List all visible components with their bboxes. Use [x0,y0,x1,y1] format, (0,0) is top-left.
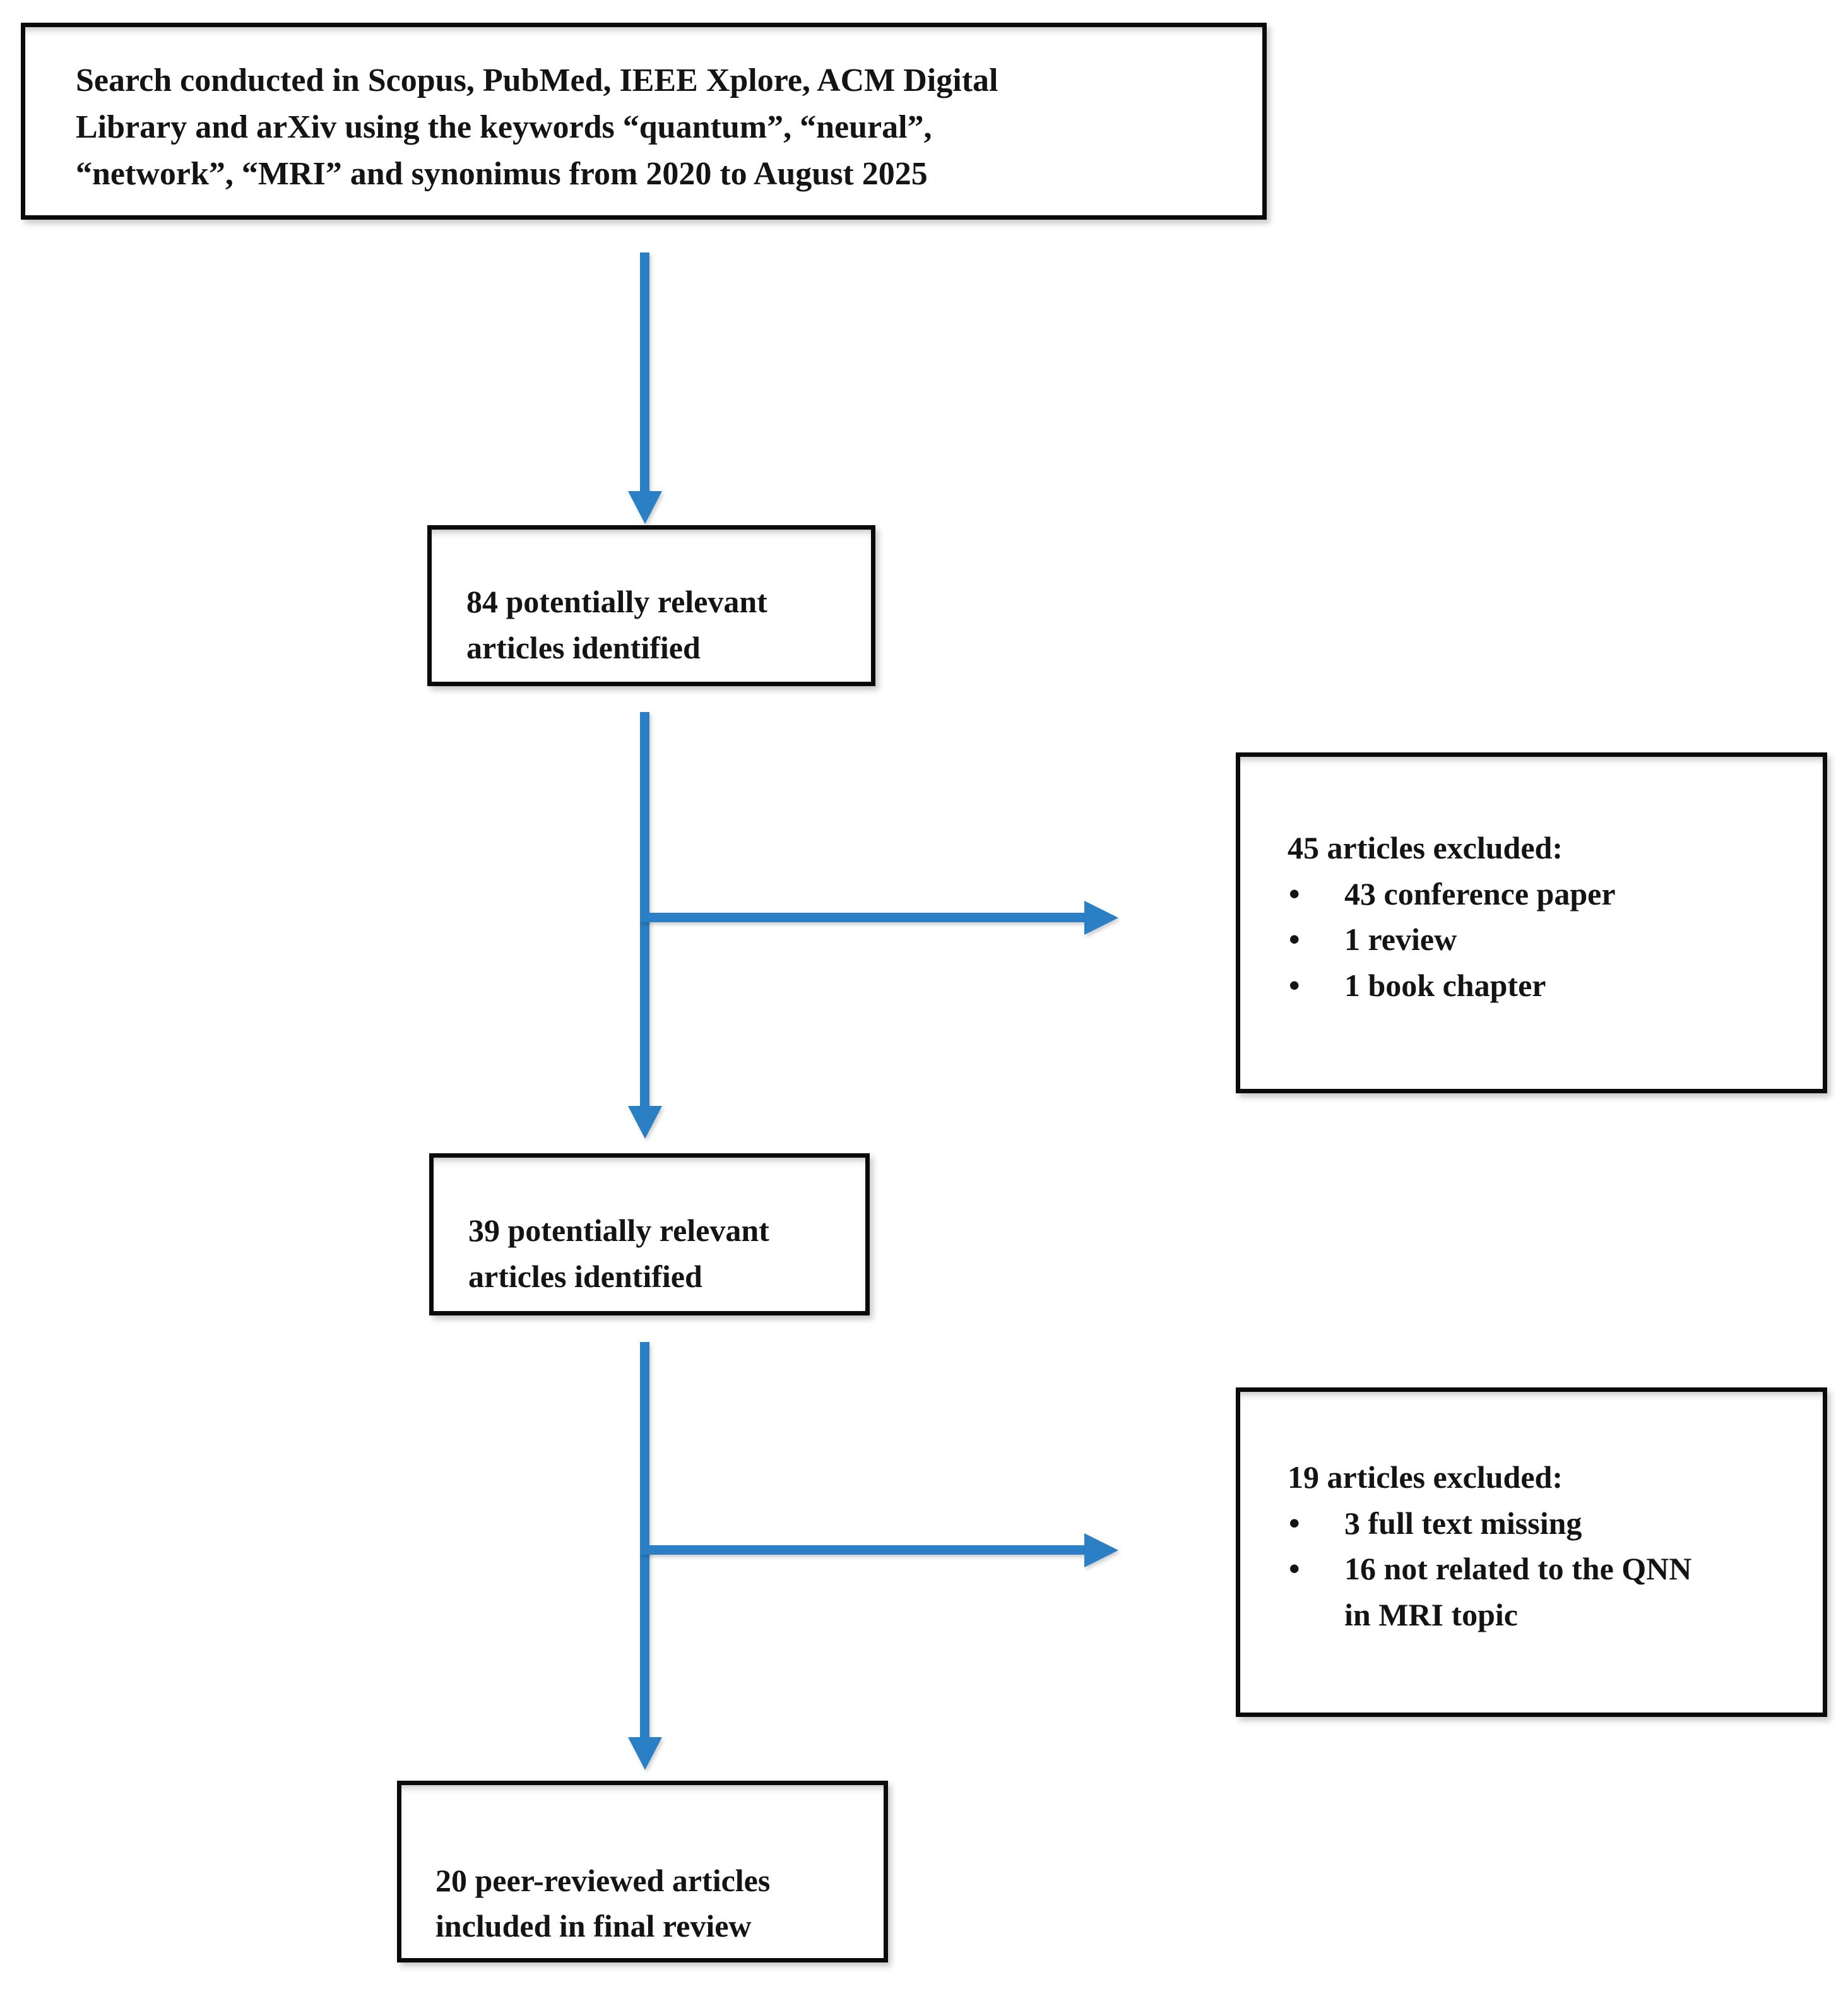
records-screened-text: 39 potentially relevant articles identif… [468,1213,769,1294]
search-strategy-text: Search conducted in Scopus, PubMed, IEEE… [76,62,998,192]
down-arrowhead-icon [628,1106,662,1139]
excluded-45-list: 43 conference paper 1 review 1 book chap… [1288,871,1804,1009]
excluded-45-item: 1 review [1288,917,1804,963]
down-arrowhead-icon [628,491,662,524]
down-arrowhead-icon [628,1737,662,1770]
search-strategy-box: Search conducted in Scopus, PubMed, IEEE… [21,23,1267,220]
records-screened-box: 39 potentially relevant articles identif… [429,1153,870,1315]
excluded-45-item: 43 conference paper [1288,871,1804,917]
records-identified-text: 84 potentially relevant articles identif… [466,584,767,665]
excluded-45-box: 45 articles excluded: 43 conference pape… [1236,752,1827,1093]
excluded-19-item: 16 not related to the QNN in MRI topic [1288,1546,1804,1637]
excluded-19-item: 3 full text missing [1288,1500,1804,1547]
excluded-45-item: 1 book chapter [1288,963,1804,1009]
included-final-review-box: 20 peer-reviewed articles included in fi… [397,1781,888,1962]
excluded-19-box: 19 articles excluded: 3 full text missin… [1236,1387,1827,1717]
excluded-45-title: 45 articles excluded: [1288,830,1563,865]
records-identified-box: 84 potentially relevant articles identif… [427,525,875,686]
excluded-19-title: 19 articles excluded: [1288,1459,1563,1495]
right-arrowhead-icon [1084,901,1118,935]
arrow-identified-to-screened-line [640,712,649,1108]
branch-to-excluded-19-line [640,1545,1084,1555]
arrow-search-to-identified-line [640,252,649,494]
right-arrowhead-icon [1084,1533,1118,1567]
branch-to-excluded-45-line [640,913,1084,922]
arrow-screened-to-included-line [640,1342,649,1740]
included-final-review-text: 20 peer-reviewed articles included in fi… [435,1862,771,1944]
excluded-19-list: 3 full text missing 16 not related to th… [1288,1500,1804,1638]
